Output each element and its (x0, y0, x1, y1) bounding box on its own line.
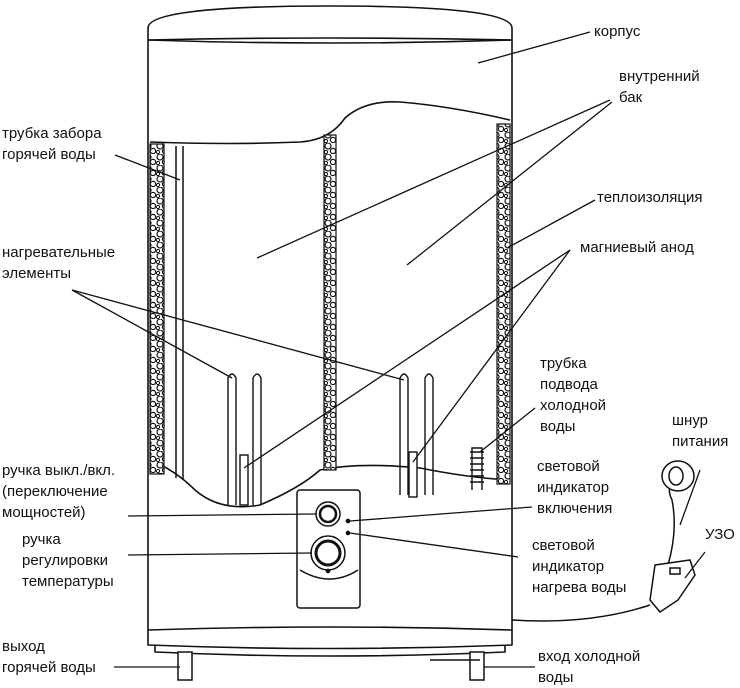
leader-hot-pipe (114, 154, 181, 181)
heating-element-left (227, 373, 262, 505)
hot-water-pipe (175, 146, 184, 480)
leader-heaters-1 (71, 289, 233, 379)
anode-right (408, 451, 418, 498)
label-cord: шнур питания (672, 412, 729, 450)
insulation-middle (323, 134, 337, 471)
inner-tank-bottom (149, 459, 511, 508)
label-switch-knob: ручка выкл./вкл. (переключение мощностей… (2, 462, 116, 521)
leader-temp-knob (127, 552, 313, 556)
label-cold-in: вход холодной воды (538, 648, 641, 686)
leader-anode-1 (243, 249, 571, 469)
heating-element-right (399, 373, 434, 495)
plug (661, 460, 695, 492)
leader-korpus (477, 31, 591, 64)
plug-inner (668, 466, 684, 486)
leader-inner-tank-2 (406, 101, 613, 266)
label-inner-tank: внутренний бак (619, 68, 700, 106)
label-power-indicator: световой индикатор включения (537, 458, 613, 517)
label-hot-pipe: трубка забора горячей воды (2, 125, 102, 163)
panel-dot (325, 568, 331, 574)
leader-cord (679, 469, 701, 526)
power-cord-upper (667, 484, 675, 566)
leader-insulation (506, 199, 596, 249)
hot-outlet-pipe (177, 651, 193, 681)
leader-switch-knob (127, 513, 317, 517)
leader-inner-tank-1 (256, 99, 611, 259)
label-korpus: корпус (594, 23, 641, 40)
leader-heat-indicator (349, 532, 519, 558)
anode-left (239, 454, 249, 506)
bottom-cap (147, 626, 513, 650)
label-cold-pipe: трубка подвода холодной воды (540, 355, 607, 435)
heat-indicator-light (345, 530, 351, 536)
label-heat-indicator: световой индикатор нагрева воды (532, 537, 627, 596)
uzo-device (649, 559, 696, 613)
leader-anode-2 (412, 249, 571, 463)
power-switch-knob-inner (318, 504, 338, 524)
leader-cold-pipe (479, 407, 536, 453)
uzo-button (669, 567, 681, 575)
power-cord (511, 604, 651, 622)
insulation-right (496, 123, 511, 485)
top-cap (147, 5, 513, 41)
heater-body (147, 40, 513, 630)
label-anode: магниевый анод (580, 239, 694, 256)
label-heaters: нагревательные элементы (2, 244, 116, 282)
leader-uzo (684, 551, 706, 579)
label-temp-knob: ручка регулировки температуры (22, 531, 114, 590)
power-indicator-light (345, 518, 351, 524)
label-uzo: УЗО (705, 526, 735, 543)
top-cap-rim (147, 39, 513, 44)
leader-power-indicator (349, 506, 533, 522)
panel-arc (299, 569, 359, 580)
inner-tank-top (149, 101, 511, 145)
insulation-left (149, 143, 165, 475)
label-hot-out: выход горячей воды (2, 638, 96, 676)
leader-heaters-2 (71, 289, 405, 381)
cold-water-pipe (470, 447, 484, 490)
temperature-knob-inner (314, 539, 342, 567)
cold-inlet-pipe (469, 651, 485, 681)
label-insulation: теплоизоляция (597, 189, 703, 206)
